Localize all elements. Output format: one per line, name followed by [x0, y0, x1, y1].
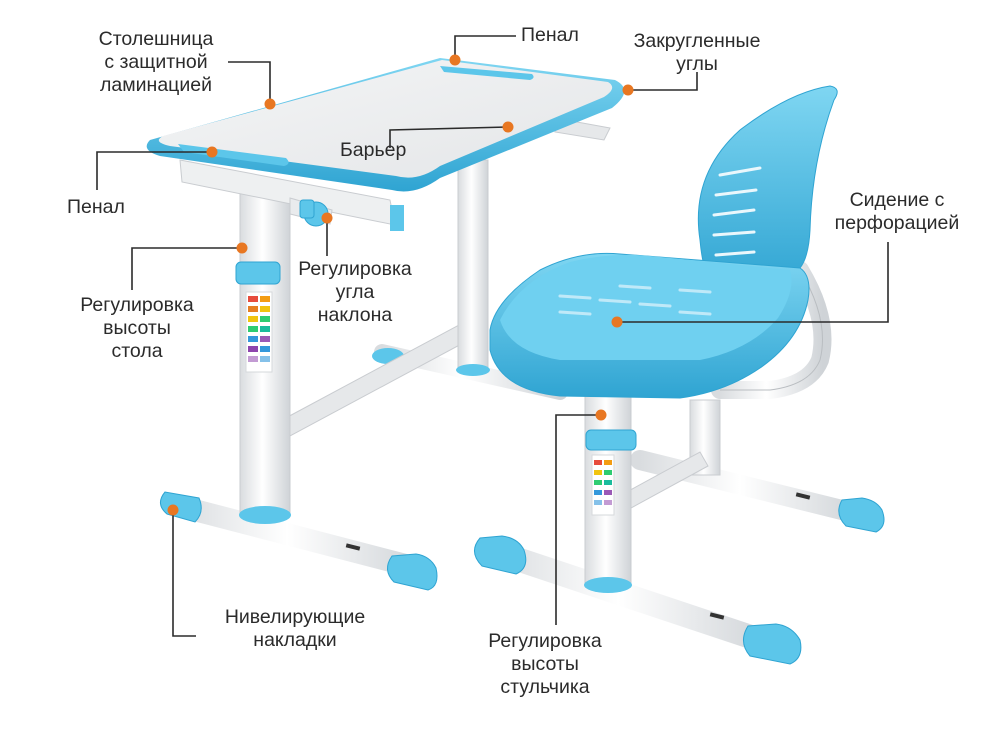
marker-desk-height: [236, 242, 248, 254]
label-line: Пенал: [67, 196, 125, 218]
leader-desk-height: [131, 247, 242, 290]
chair-seat: [489, 252, 810, 399]
label-tilt-adjust: Регулировка угла наклона: [280, 258, 430, 327]
label-desk-height: Регулировка высоты стола: [62, 294, 212, 363]
chair: [474, 85, 885, 665]
label-line: Регулировка: [488, 630, 602, 652]
label-line: с защитной: [104, 51, 208, 73]
label-line: угла: [335, 281, 375, 303]
marker-pencil-left: [206, 146, 218, 158]
leader-chair-height: [555, 414, 601, 625]
label-levelers: Нивелирующие накладки: [200, 606, 390, 652]
chair-backrest: [697, 85, 838, 291]
label-rounded-corners: Закругленные углы: [612, 30, 782, 76]
marker-tilt: [321, 212, 333, 224]
marker-seat: [611, 316, 623, 328]
label-barrier: Барьер: [340, 139, 406, 162]
marker-corners: [622, 84, 634, 96]
label-line: стола: [111, 340, 163, 362]
marker-pencil-top: [449, 54, 461, 66]
label-seat: Сидение с перфорацией: [812, 189, 982, 235]
leader-pencil-left: [96, 151, 212, 190]
label-chair-height: Регулировка высоты стульчика: [470, 630, 620, 699]
leader-tabletop: [228, 61, 271, 104]
label-line: Сидение с: [849, 189, 945, 211]
leader-barrier: [389, 126, 509, 148]
label-line: Нивелирующие: [224, 606, 366, 628]
leader-levelers: [172, 510, 196, 637]
label-line: высоты: [511, 653, 579, 675]
desk-back-leg: [457, 159, 489, 371]
label-line: Регулировка: [298, 258, 412, 280]
desk: [146, 58, 625, 591]
label-line: углы: [676, 53, 718, 75]
label-line: Пенал: [521, 24, 579, 46]
marker-tabletop: [264, 98, 276, 110]
desk-crossbar: [281, 317, 481, 437]
label-line: стульчика: [500, 676, 590, 698]
leader-pencil-top: [454, 35, 516, 60]
label-line: наклона: [317, 304, 393, 326]
leader-lines: [96, 35, 889, 637]
desk-height-scale: [245, 291, 273, 373]
label-line: ламинацией: [100, 74, 212, 96]
label-tabletop: Столешница с защитной ламинацией: [68, 28, 244, 97]
leader-corners: [628, 72, 698, 91]
marker-levelers: [167, 504, 179, 516]
desk-tabletop: [146, 58, 625, 192]
desk-height-clamp: [235, 261, 281, 285]
label-line: Столешница: [98, 28, 214, 50]
leader-seat: [617, 242, 889, 323]
label-line: Барьер: [340, 139, 407, 161]
label-line: высоты: [103, 317, 171, 339]
marker-chair-height: [595, 409, 607, 421]
label-pencil-case-top: Пенал: [521, 24, 579, 47]
label-line: Регулировка: [80, 294, 194, 316]
desk-front-foot: [160, 491, 438, 591]
label-line: перфорацией: [834, 212, 960, 234]
label-line: Закругленные: [633, 30, 761, 52]
marker-barrier: [502, 121, 514, 133]
label-line: накладки: [253, 629, 337, 651]
label-pencil-case-left: Пенал: [67, 196, 125, 219]
